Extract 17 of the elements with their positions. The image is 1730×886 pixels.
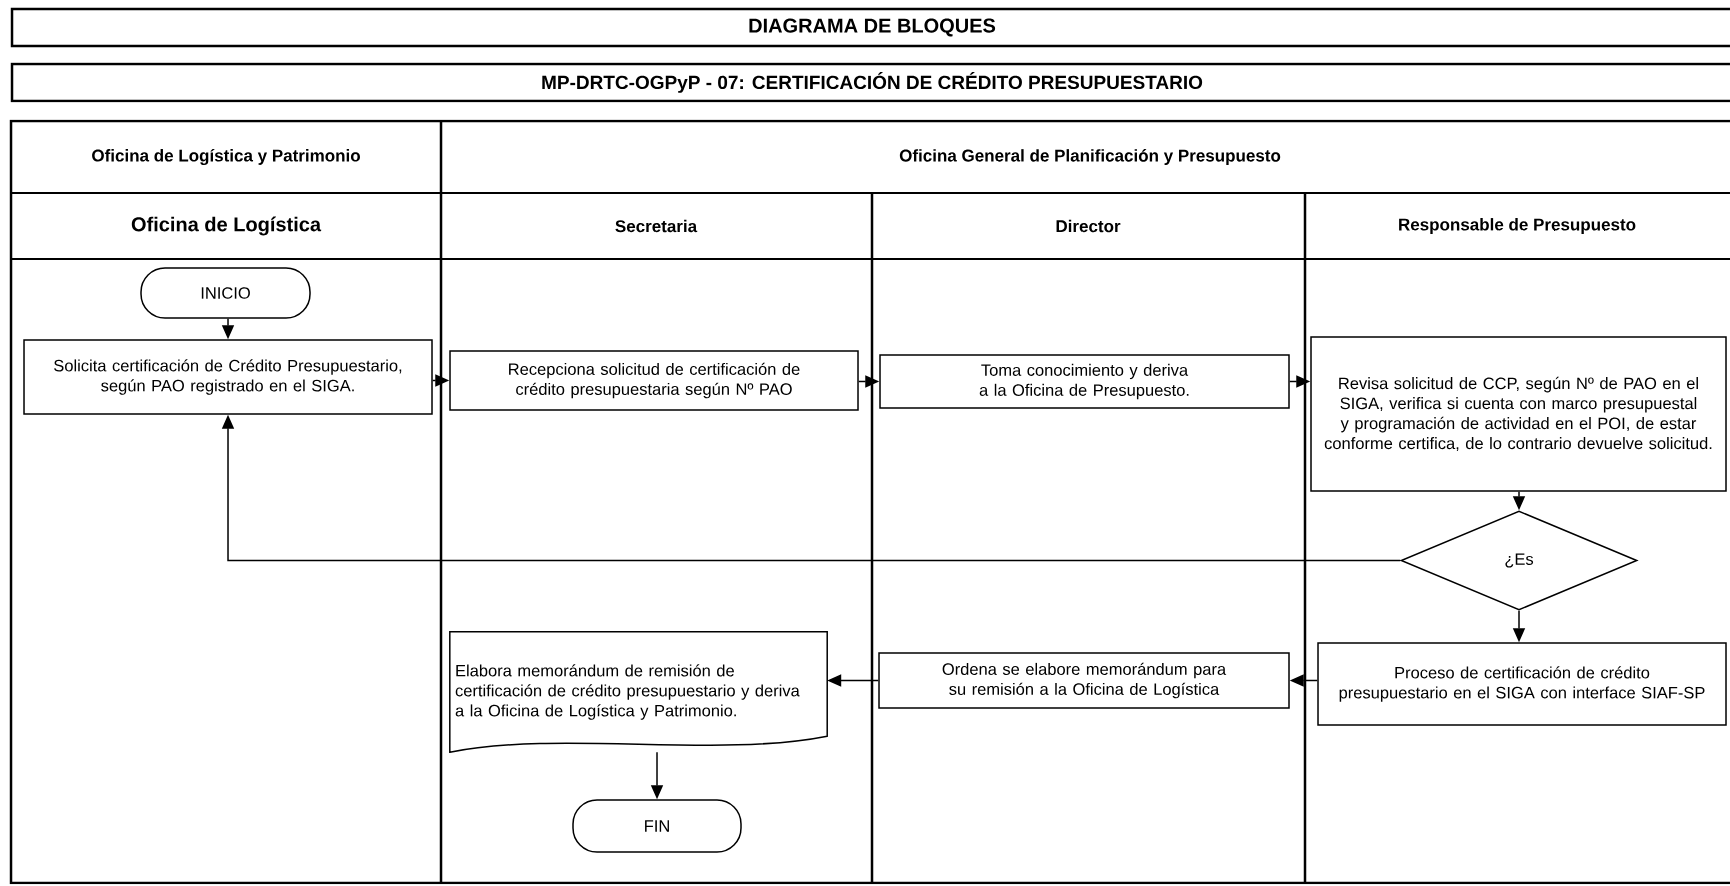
terminal-box: FIN bbox=[572, 799, 742, 853]
process-box: Solicita certificación de Crédito Presupuestario, según PAO registrado en el SIGA. bbox=[23, 339, 433, 415]
lane-header: Secretaria bbox=[615, 219, 698, 233]
process-box: Revisa solicitud de CCP, según Nº de PAO en el SIGA, verifica si cuenta con marco presupuestal y programación de actividad en el POI, de estar conforme certifica, de lo contrario devuelve solicitud. bbox=[1310, 336, 1727, 492]
process-box: Toma conocimiento y deriva a la Oficina de Presupuesto. bbox=[879, 354, 1290, 409]
title-bar: DIAGRAMA DE BLOQUES bbox=[10, 7, 1730, 48]
process-box: Ordena se elabore memorándum para su remisión a la Oficina de Logística bbox=[878, 652, 1290, 709]
lane-header: Oficina General de Planificación y Presupuesto bbox=[899, 149, 1281, 165]
lane-header: Oficina de Logística y Patrimonio bbox=[92, 148, 360, 166]
subtitle-bar: MP-DRTC-OGPyP - 07: CERTIFICACIÓN DE CRÉDITO PRESUPUESTARIO bbox=[10, 62, 1730, 103]
process-box: Recepciona solicitud de certificación de crédito presupuestaria según Nº PAO bbox=[449, 350, 859, 411]
lane-header: Oficina de Logística bbox=[131, 216, 322, 236]
document-box: Elabora memorándum de remisión de certificación de crédito presupuestario y deriva a la Oficina de Logística y Patrimonio. bbox=[449, 631, 828, 753]
terminal-box: INICIO bbox=[140, 267, 311, 319]
process-box: Proceso de certificación de crédito presupuestario en el SIGA con interface SIAF-SP bbox=[1317, 642, 1727, 726]
lane-header: Responsable de Presupuesto bbox=[1399, 218, 1636, 234]
lane-header: Director bbox=[1056, 219, 1121, 233]
